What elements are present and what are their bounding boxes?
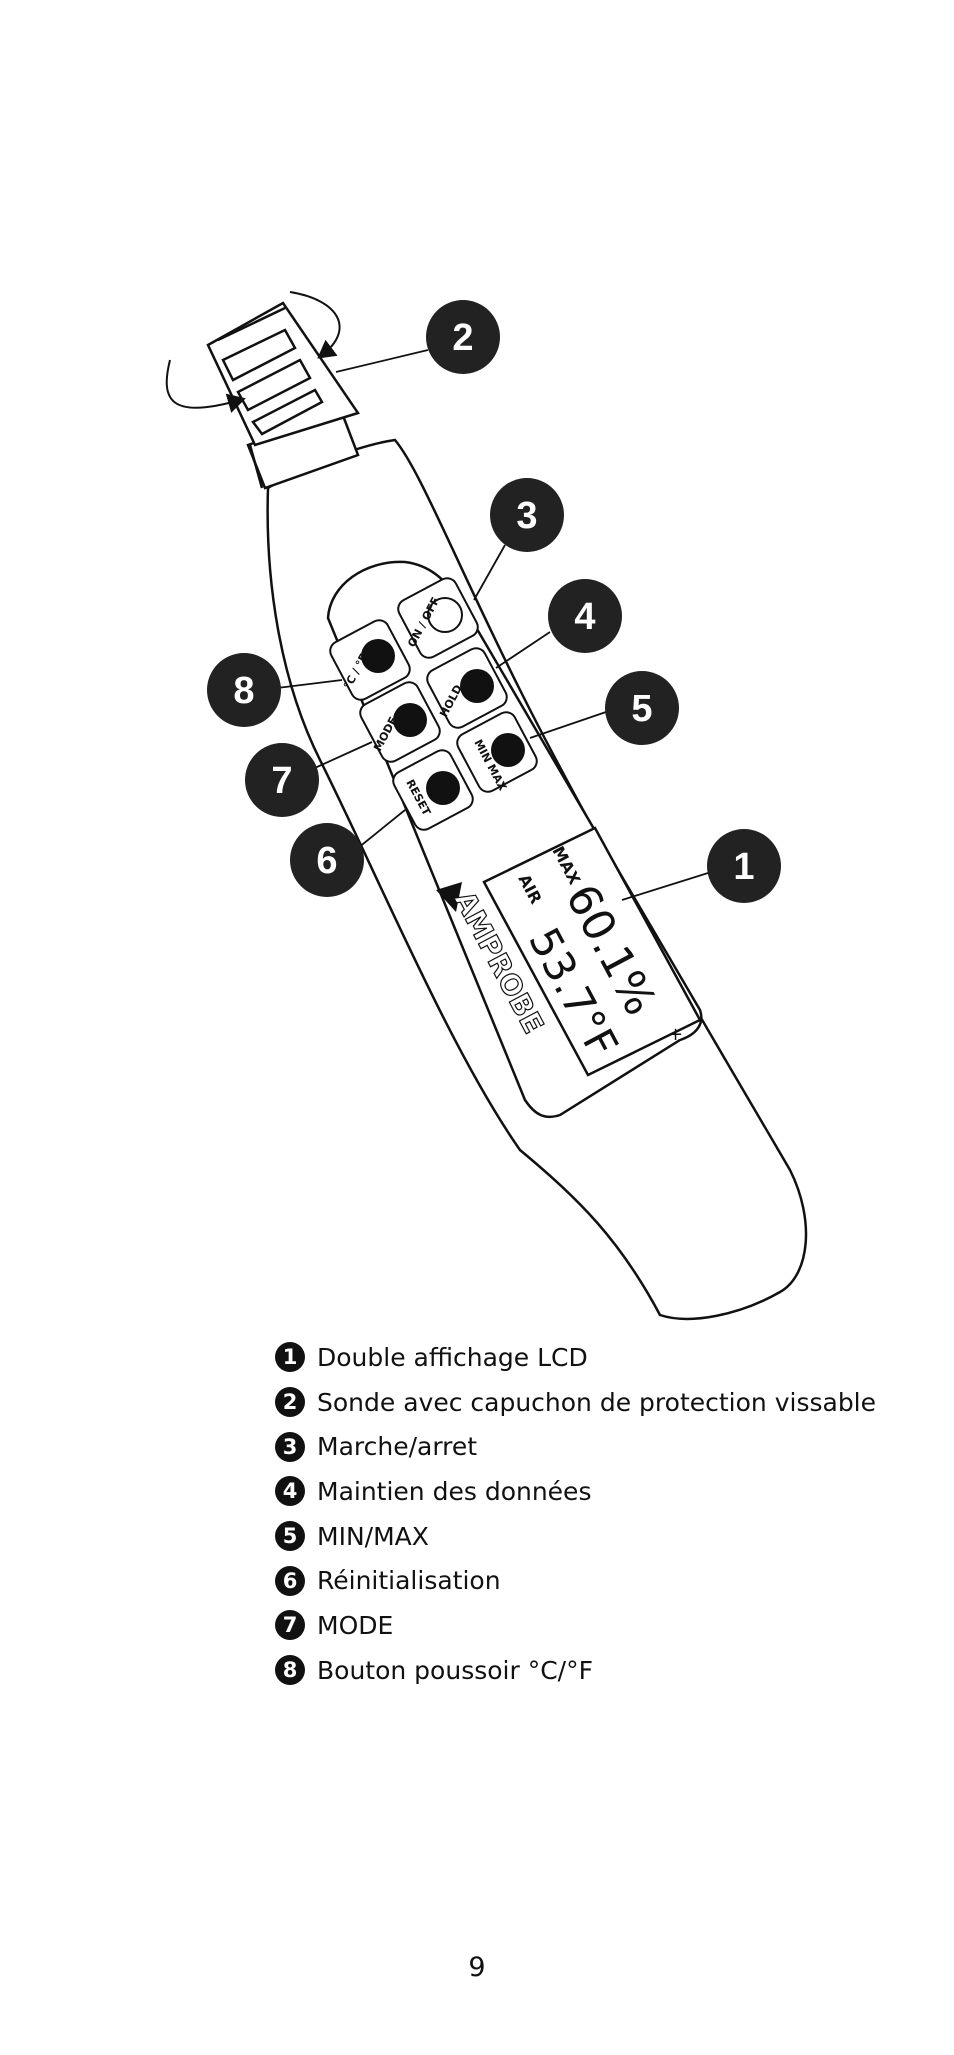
legend-item: 2 Sonde avec capuchon de protection viss…	[275, 1380, 876, 1425]
callout-2: 2	[426, 300, 500, 374]
device-illustration: ON / OFF °C / °F HOLD MODE MIN MAX RESET…	[165, 291, 808, 1321]
callout-4: 4	[548, 579, 622, 653]
reset-button[interactable]: RESET	[390, 747, 477, 834]
legend-item: 8 Bouton poussoir °C/°F	[275, 1648, 876, 1693]
legend-text: Marche/arret	[317, 1432, 478, 1462]
legend-number-badge: 5	[275, 1521, 305, 1552]
legend-item: 3 Marche/arret	[275, 1424, 876, 1469]
callout-7-number: 7	[271, 760, 292, 802]
callout-6-number: 6	[316, 840, 337, 882]
callout-1: 1	[707, 829, 781, 903]
legend-text: MODE	[317, 1610, 394, 1640]
legend-text: Réinitialisation	[317, 1566, 501, 1596]
min-max-button[interactable]: MIN MAX	[454, 709, 541, 796]
legend-text: Double affichage LCD	[317, 1342, 588, 1372]
legend-number-badge: 3	[275, 1431, 305, 1462]
callout-3: 3	[490, 478, 564, 552]
probe-cap	[206, 301, 360, 490]
legend-number-badge: 6	[275, 1565, 305, 1596]
callout-7: 7	[245, 743, 319, 817]
callout-8-number: 8	[233, 670, 254, 712]
legend-number-badge: 4	[275, 1476, 305, 1507]
legend-item: 7 MODE	[275, 1603, 876, 1648]
leader-lines	[276, 349, 725, 901]
callout-3-number: 3	[516, 495, 537, 537]
c-f-button[interactable]: °C / °F	[327, 617, 414, 704]
legend-number-badge: 8	[275, 1655, 305, 1686]
legend-item: 6 Réinitialisation	[275, 1558, 876, 1603]
callout-8: 8	[207, 653, 281, 727]
legend-text: Bouton poussoir °C/°F	[317, 1655, 593, 1685]
legend-number-badge: 2	[275, 1387, 305, 1418]
mode-button[interactable]: MODE	[357, 679, 444, 766]
legend-item: 4 Maintien des données	[275, 1469, 876, 1514]
callout-2-number: 2	[452, 317, 473, 359]
callout-1-number: 1	[733, 846, 754, 888]
legend-list: 1 Double affichage LCD 2 Sonde avec capu…	[275, 1335, 876, 1693]
legend-text: Sonde avec capuchon de protection vissab…	[317, 1387, 877, 1417]
rotation-arrows	[165, 291, 341, 413]
lcd-plus-sign: +	[668, 1024, 683, 1045]
legend-number-badge: 7	[275, 1610, 305, 1641]
legend-number-badge: 1	[275, 1342, 305, 1373]
legend-item: 5 MIN/MAX	[275, 1514, 876, 1559]
legend-item: 1 Double affichage LCD	[275, 1335, 876, 1380]
on-off-button[interactable]: ON / OFF	[395, 575, 482, 662]
legend-text: Maintien des données	[317, 1476, 592, 1506]
callout-5: 5	[605, 671, 679, 745]
callout-5-number: 5	[631, 688, 652, 730]
legend-text: MIN/MAX	[317, 1521, 429, 1551]
page-number: 9	[468, 1952, 486, 1983]
hold-button[interactable]: HOLD	[424, 645, 511, 732]
callout-4-number: 4	[574, 596, 595, 638]
callout-6: 6	[290, 823, 364, 897]
